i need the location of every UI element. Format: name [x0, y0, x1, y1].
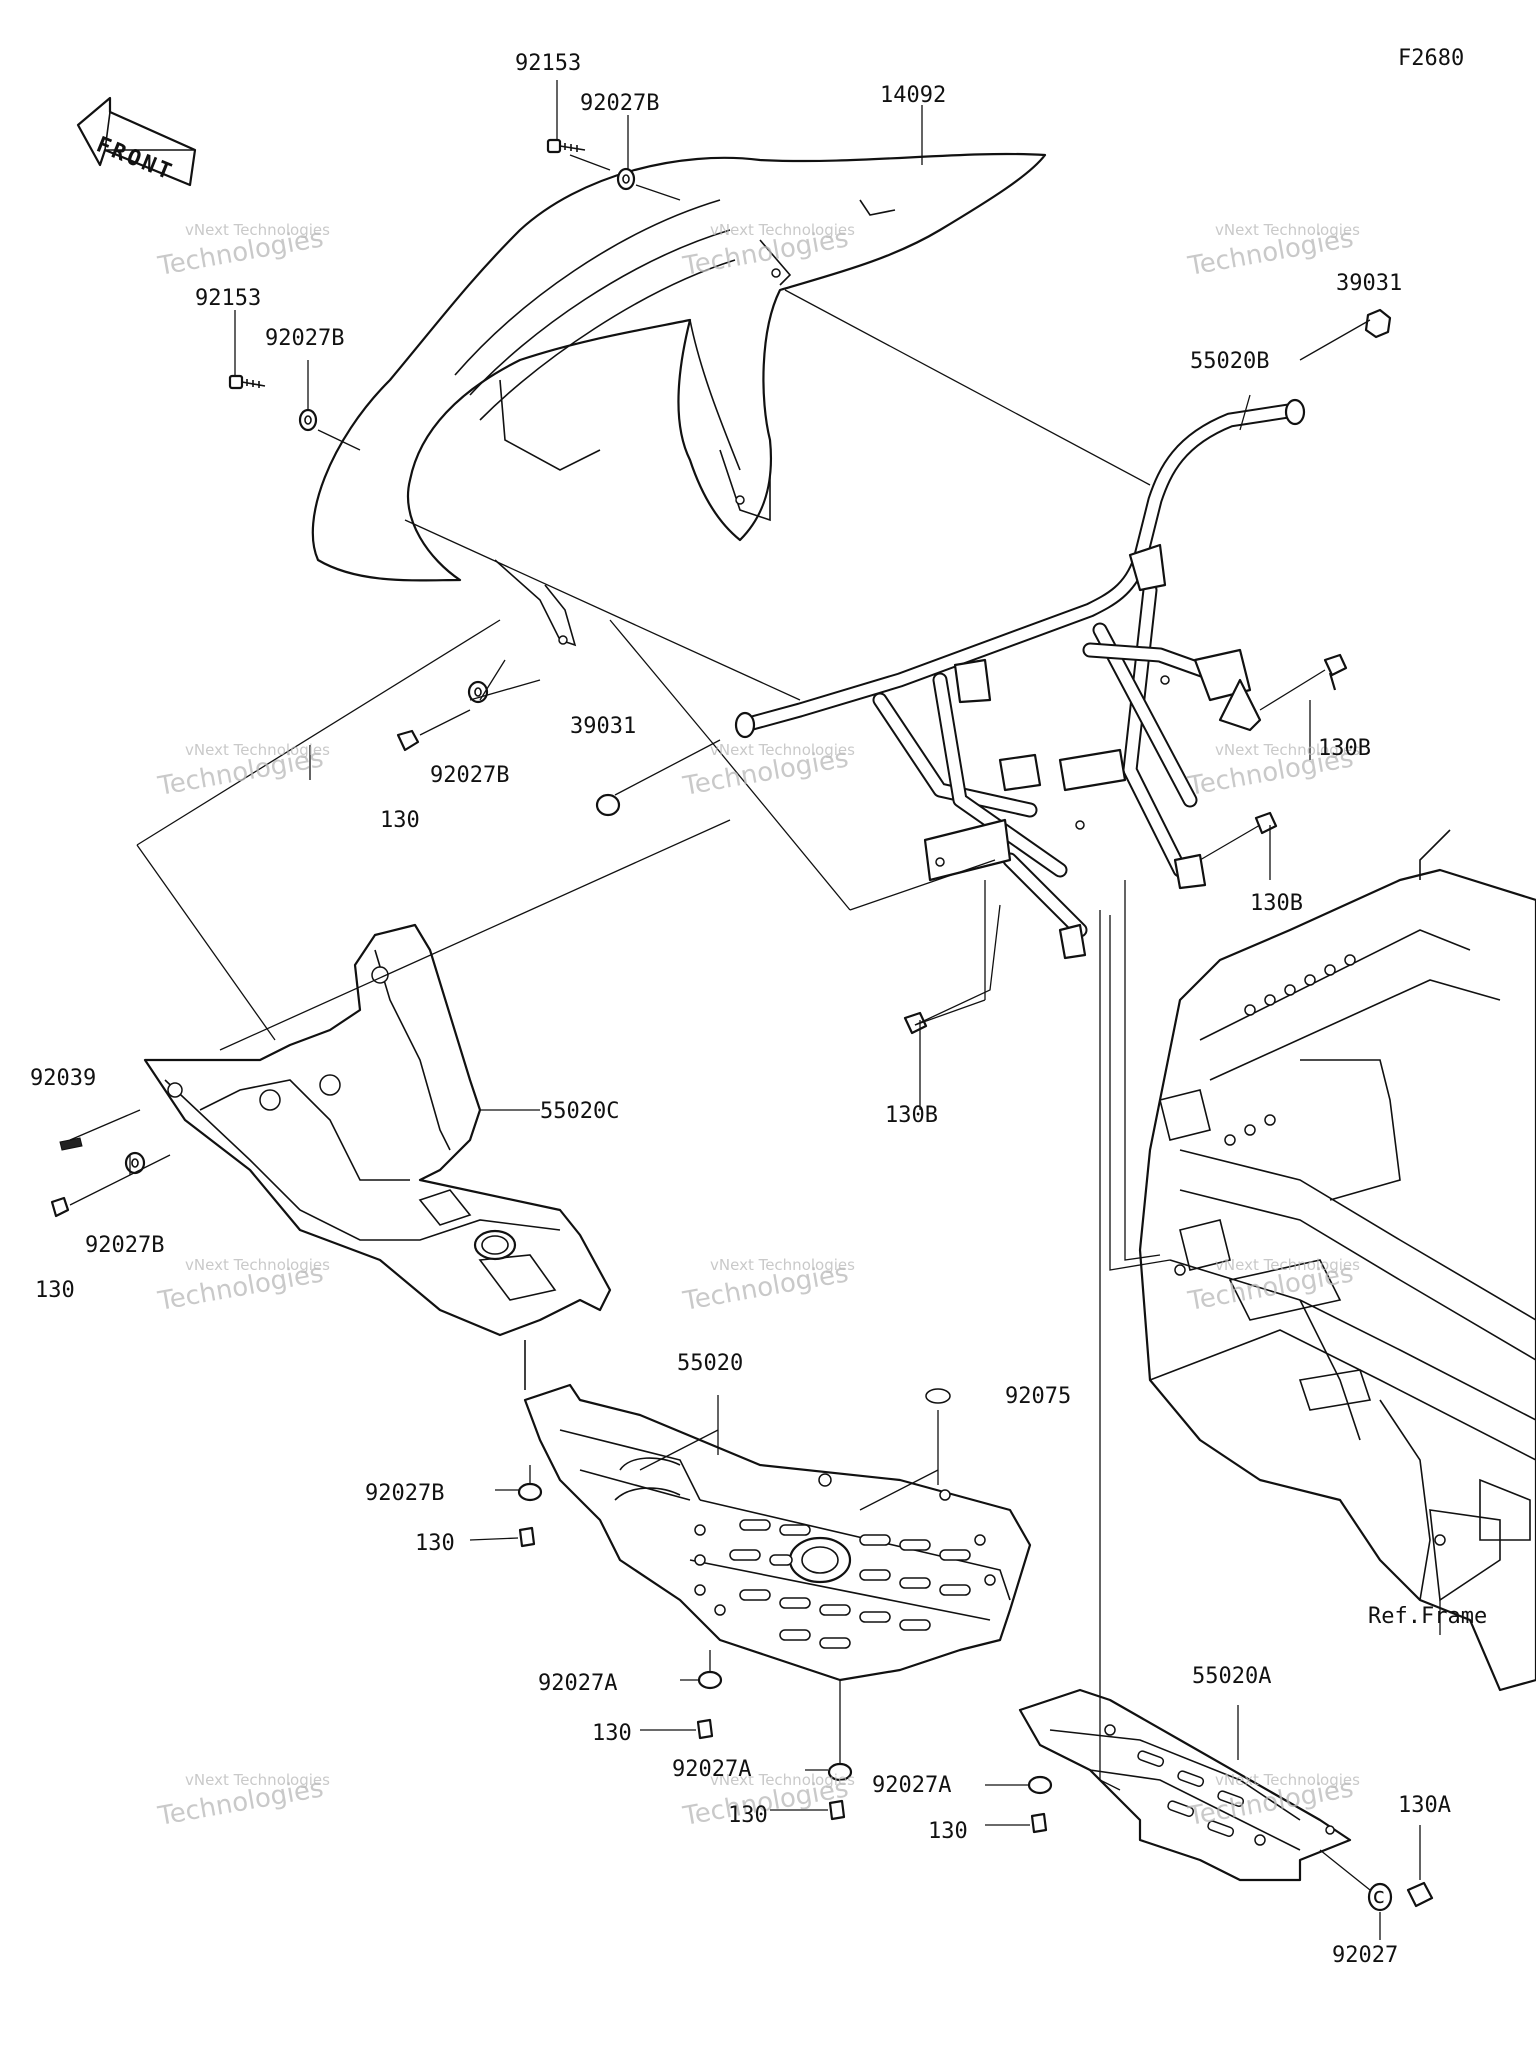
- part-label: 92027B: [430, 763, 509, 788]
- part-label: 14092: [880, 83, 946, 108]
- screw-icon: [696, 1718, 714, 1740]
- part-label: 92027A: [872, 1773, 951, 1798]
- washer-icon: [1367, 1882, 1393, 1912]
- svg-text:vNext Technologies: vNext Technologies: [185, 221, 330, 239]
- reference-label: Ref.Frame: [1368, 1604, 1487, 1629]
- part-label: 55020A: [1192, 1664, 1271, 1689]
- watermark: vNext Technologies Technologies: [155, 1256, 330, 1317]
- cap-nut-icon: [1364, 308, 1392, 339]
- front-cover-drawing: [311, 152, 1047, 647]
- washer-icon: [1027, 1775, 1053, 1795]
- part-label: 55020C: [540, 1099, 619, 1124]
- leader-lines: [69, 80, 1441, 1940]
- screw-icon: [1030, 1812, 1048, 1834]
- washer-icon: [298, 408, 318, 432]
- part-label: 55020B: [1190, 349, 1269, 374]
- part-label: 130: [415, 1531, 455, 1556]
- part-label: 92027A: [538, 1671, 617, 1696]
- part-labels: F2680 14092 92153 92027B 92153 92027B 39…: [30, 46, 1487, 1968]
- flange-bolt-icon: [1406, 1881, 1434, 1908]
- part-label: 92153: [515, 51, 581, 76]
- part-label: 130B: [1250, 891, 1303, 916]
- svg-text:vNext Technologies: vNext Technologies: [710, 221, 855, 239]
- part-label: 92027B: [580, 91, 659, 116]
- rear-skid-plate-drawing: [1018, 1688, 1352, 1882]
- washer-icon: [517, 1482, 543, 1502]
- svg-text:vNext Technologies: vNext Technologies: [710, 1256, 855, 1274]
- svg-text:vNext Technologies: vNext Technologies: [1215, 1256, 1360, 1274]
- part-label: 92027B: [365, 1481, 444, 1506]
- bumper-frame-drawing: [734, 398, 1306, 960]
- svg-text:c: c: [1372, 1884, 1385, 1909]
- svg-text:vNext Technologies: vNext Technologies: [185, 741, 330, 759]
- center-skid-plate-drawing: [523, 1383, 1032, 1682]
- front-skid-plate-drawing: [143, 923, 612, 1390]
- screw-icon: [50, 1196, 70, 1218]
- flange-bolt-icon: [903, 1011, 928, 1035]
- part-label: 130B: [885, 1103, 938, 1128]
- part-label: 130: [728, 1803, 768, 1828]
- watermark: vNext Technologies Technologies: [155, 1771, 330, 1832]
- part-label: 39031: [570, 714, 636, 739]
- watermark: vNext Technologies Technologies: [1185, 221, 1360, 282]
- part-label: 130A: [1398, 1793, 1451, 1818]
- reference-frame-drawing: [1138, 829, 1536, 1692]
- part-label: 92039: [30, 1066, 96, 1091]
- part-label: 92027A: [672, 1757, 751, 1782]
- flange-bolt-icon: [1254, 811, 1278, 835]
- part-label: 130: [380, 808, 420, 833]
- cap-nut-icon: [595, 793, 621, 817]
- screw-icon: [396, 729, 420, 752]
- washer-icon: [616, 167, 636, 191]
- skid-plate-slots: [694, 1473, 996, 1649]
- svg-text:vNext Technologies: vNext Technologies: [1215, 221, 1360, 239]
- part-label: 130: [592, 1721, 632, 1746]
- screw-icon: [828, 1799, 846, 1821]
- svg-text:vNext Technologies: vNext Technologies: [710, 741, 855, 759]
- bolt-icon: [546, 138, 586, 154]
- washer-icon: [697, 1670, 723, 1690]
- part-label: 92027B: [265, 326, 344, 351]
- bolt-icon: [228, 374, 266, 390]
- screw-icon: [518, 1526, 536, 1548]
- watermark: vNext Technologies Technologies: [680, 1256, 855, 1317]
- svg-text:vNext Technologies: vNext Technologies: [1215, 741, 1360, 759]
- rivet-icon: [59, 1137, 83, 1151]
- svg-text:vNext Technologies: vNext Technologies: [185, 1256, 330, 1274]
- svg-text:vNext Technologies: vNext Technologies: [710, 1771, 855, 1789]
- svg-text:vNext Technologies: vNext Technologies: [1215, 1771, 1360, 1789]
- part-label: 92153: [195, 286, 261, 311]
- fasteners: c: [50, 138, 1434, 1912]
- part-label: 130: [35, 1278, 75, 1303]
- front-arrow-icon: FRONT: [76, 96, 197, 187]
- watermark: vNext Technologies Technologies: [155, 221, 330, 282]
- part-label: 92075: [1005, 1384, 1071, 1409]
- part-label: 39031: [1336, 271, 1402, 296]
- part-label: 92027: [1332, 1943, 1398, 1968]
- figure-code: F2680: [1398, 46, 1464, 71]
- watermark: vNext Technologies Technologies: [680, 741, 855, 802]
- watermark: vNext Technologies Technologies: [155, 741, 330, 802]
- part-label: 130B: [1318, 736, 1371, 761]
- flange-bolt-icon: [1323, 653, 1348, 691]
- part-label: 55020: [677, 1351, 743, 1376]
- part-label: 92027B: [85, 1233, 164, 1258]
- plug-icon: [925, 1388, 951, 1404]
- part-label: 130: [928, 1819, 968, 1844]
- svg-text:vNext Technologies: vNext Technologies: [185, 1771, 330, 1789]
